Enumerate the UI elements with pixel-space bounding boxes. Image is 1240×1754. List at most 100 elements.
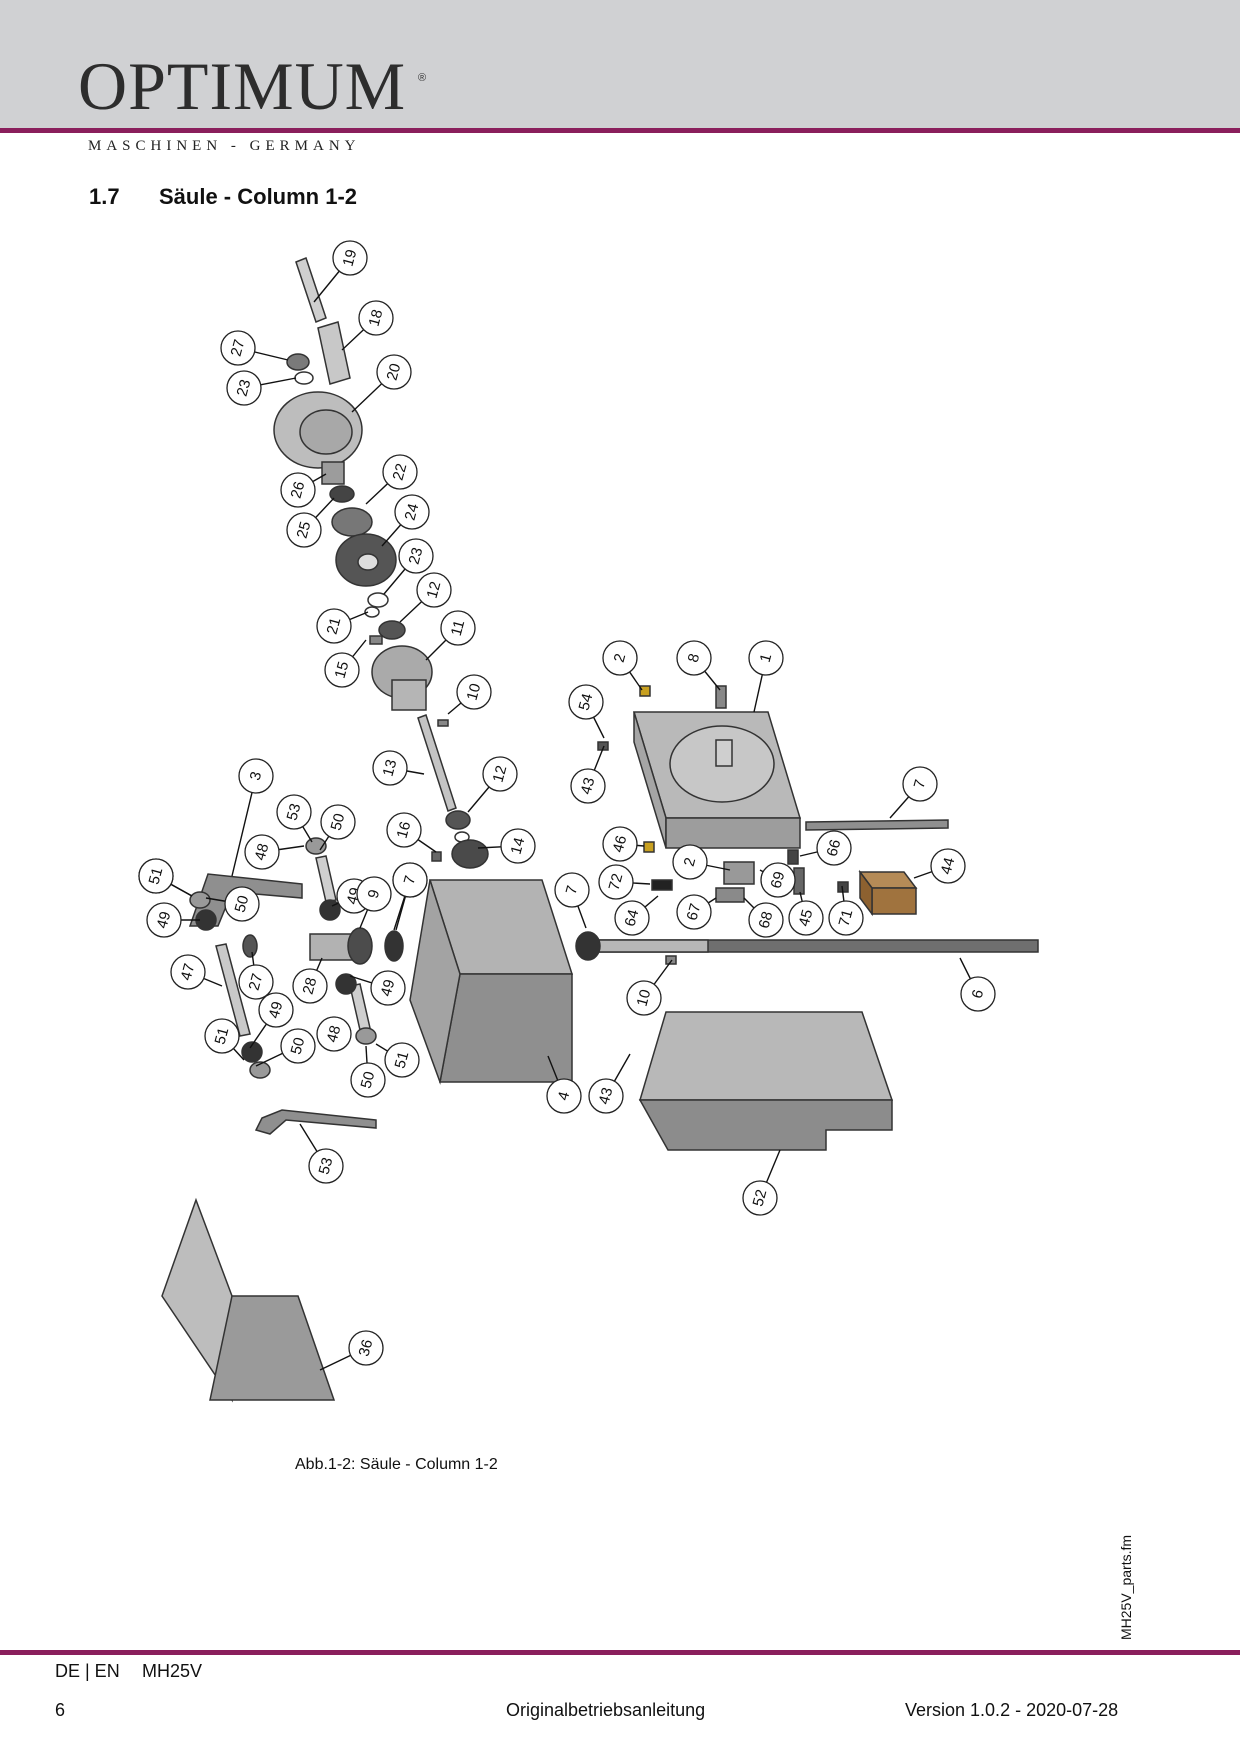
- brand-tagline: MASCHINEN - GERMANY: [88, 138, 361, 154]
- callout-26: 26: [280, 472, 327, 508]
- callout-circle-67: [676, 894, 712, 930]
- part-4-housing: [409, 879, 574, 1085]
- part-47-shaft: [215, 943, 251, 1037]
- callout-circle-20: [376, 354, 412, 390]
- callout-36: 36: [319, 1330, 384, 1371]
- callout-circle-48: [244, 834, 280, 870]
- callout-circle-53: [308, 1148, 344, 1184]
- callout-circle-27: [220, 330, 256, 366]
- callout-circle-3: [238, 758, 274, 794]
- callout-43: 43: [570, 745, 606, 804]
- callout-22: 22: [365, 454, 418, 505]
- callout-47: 47: [170, 954, 223, 990]
- callout-48: 48: [244, 834, 305, 870]
- callout-1: 1: [748, 640, 784, 713]
- part-2-pin: [639, 685, 651, 697]
- callout-circle-46: [602, 826, 638, 862]
- callout-16: 16: [386, 812, 437, 853]
- part-19-pin: [295, 257, 327, 323]
- part-8-screw: [715, 685, 727, 709]
- callout-49: 49: [249, 992, 294, 1049]
- callout-circle-53: [276, 794, 312, 830]
- part-27-nut: [286, 353, 310, 371]
- part-7-bearing-left: [384, 930, 404, 962]
- callout-label-44: 44: [938, 856, 959, 877]
- callout-44: 44: [913, 848, 966, 884]
- part-17-screw: [431, 851, 442, 862]
- callout-label-23: 23: [234, 378, 255, 399]
- callout-circle-21: [316, 608, 352, 644]
- callout-label-45: 45: [796, 908, 817, 929]
- callout-label-50: 50: [328, 812, 349, 833]
- callout-label-11: 11: [448, 618, 468, 637]
- callout-51: 51: [375, 1042, 420, 1078]
- callout-label-69: 69: [768, 870, 789, 891]
- part-9-bevel-gear: [347, 927, 373, 965]
- part-66-clamp: [723, 861, 755, 885]
- callout-circle-1: [748, 640, 784, 676]
- callout-label-50: 50: [288, 1036, 309, 1057]
- callout-circle-51: [384, 1042, 420, 1078]
- callout-label-19: 19: [340, 248, 361, 269]
- callout-circle-23: [398, 538, 434, 574]
- callout-circle-69: [760, 862, 796, 898]
- part-27-ring: [242, 934, 258, 958]
- callout-label-26: 26: [288, 480, 309, 501]
- section-title: Säule - Column 1-2: [159, 184, 358, 209]
- callout-label-50: 50: [232, 894, 253, 915]
- callout-circle-49: [370, 970, 406, 1006]
- callout-circle-16: [386, 812, 422, 848]
- callout-label-53: 53: [316, 1156, 337, 1177]
- callout-label-48: 48: [324, 1024, 345, 1045]
- callout-circle-6: [960, 976, 996, 1012]
- brand-logo: OPTIMUM: [78, 48, 407, 124]
- callout-circle-12: [482, 756, 518, 792]
- callout-23: 23: [383, 538, 434, 595]
- callout-67: 67: [676, 894, 717, 930]
- callout-14: 14: [477, 828, 536, 864]
- callout-7: 7: [554, 872, 590, 929]
- header-band: [0, 0, 1240, 128]
- callout-circle-50: [224, 886, 260, 922]
- callout-circle-27: [238, 964, 274, 1000]
- callout-circle-23: [226, 370, 262, 406]
- callout-7: 7: [392, 862, 428, 931]
- footer-version: Version 1.0.2 - 2020-07-28: [905, 1700, 1119, 1720]
- callout-label-23: 23: [406, 546, 427, 567]
- callout-label-48: 48: [252, 842, 273, 863]
- part-50-nut-a: [305, 837, 327, 855]
- callout-circle-28: [292, 968, 328, 1004]
- callout-circle-7: [902, 766, 938, 802]
- callout-label-71: 71: [836, 908, 857, 929]
- callout-label-49: 49: [378, 978, 399, 999]
- callout-circle-50: [320, 804, 356, 840]
- part-13-shaft: [417, 714, 457, 812]
- callout-label-67: 67: [684, 902, 705, 923]
- callout-label-46: 46: [610, 834, 631, 855]
- callout-label-53: 53: [284, 802, 305, 823]
- callout-3: 3: [231, 758, 274, 877]
- footer-language: DE | EN: [55, 1661, 120, 1681]
- callout-10: 10: [626, 959, 673, 1016]
- section-number: 1.7: [89, 184, 120, 209]
- callout-circle-43: [570, 768, 606, 804]
- callout-circle-52: [742, 1180, 778, 1216]
- callout-circle-15: [324, 652, 360, 688]
- part-28-sleeve: [309, 933, 353, 961]
- callout-circle-19: [332, 240, 368, 276]
- callout-label-27: 27: [246, 972, 267, 993]
- callout-label-51: 51: [146, 866, 167, 887]
- callout-24: 24: [381, 494, 430, 547]
- callout-label-14: 14: [508, 836, 529, 857]
- gear-housing-1: [632, 711, 802, 849]
- callout-69: 69: [759, 862, 796, 898]
- callout-circle-12: [416, 572, 452, 608]
- callout-71: 71: [828, 885, 864, 936]
- callout-49: 49: [349, 970, 406, 1006]
- callout-circle-13: [372, 750, 408, 786]
- callout-label-49: 49: [266, 1000, 287, 1021]
- callout-72: 72: [598, 864, 651, 900]
- callout-label-22: 22: [390, 462, 411, 483]
- callout-circle-66: [816, 830, 852, 866]
- callout-label-25: 25: [294, 520, 315, 541]
